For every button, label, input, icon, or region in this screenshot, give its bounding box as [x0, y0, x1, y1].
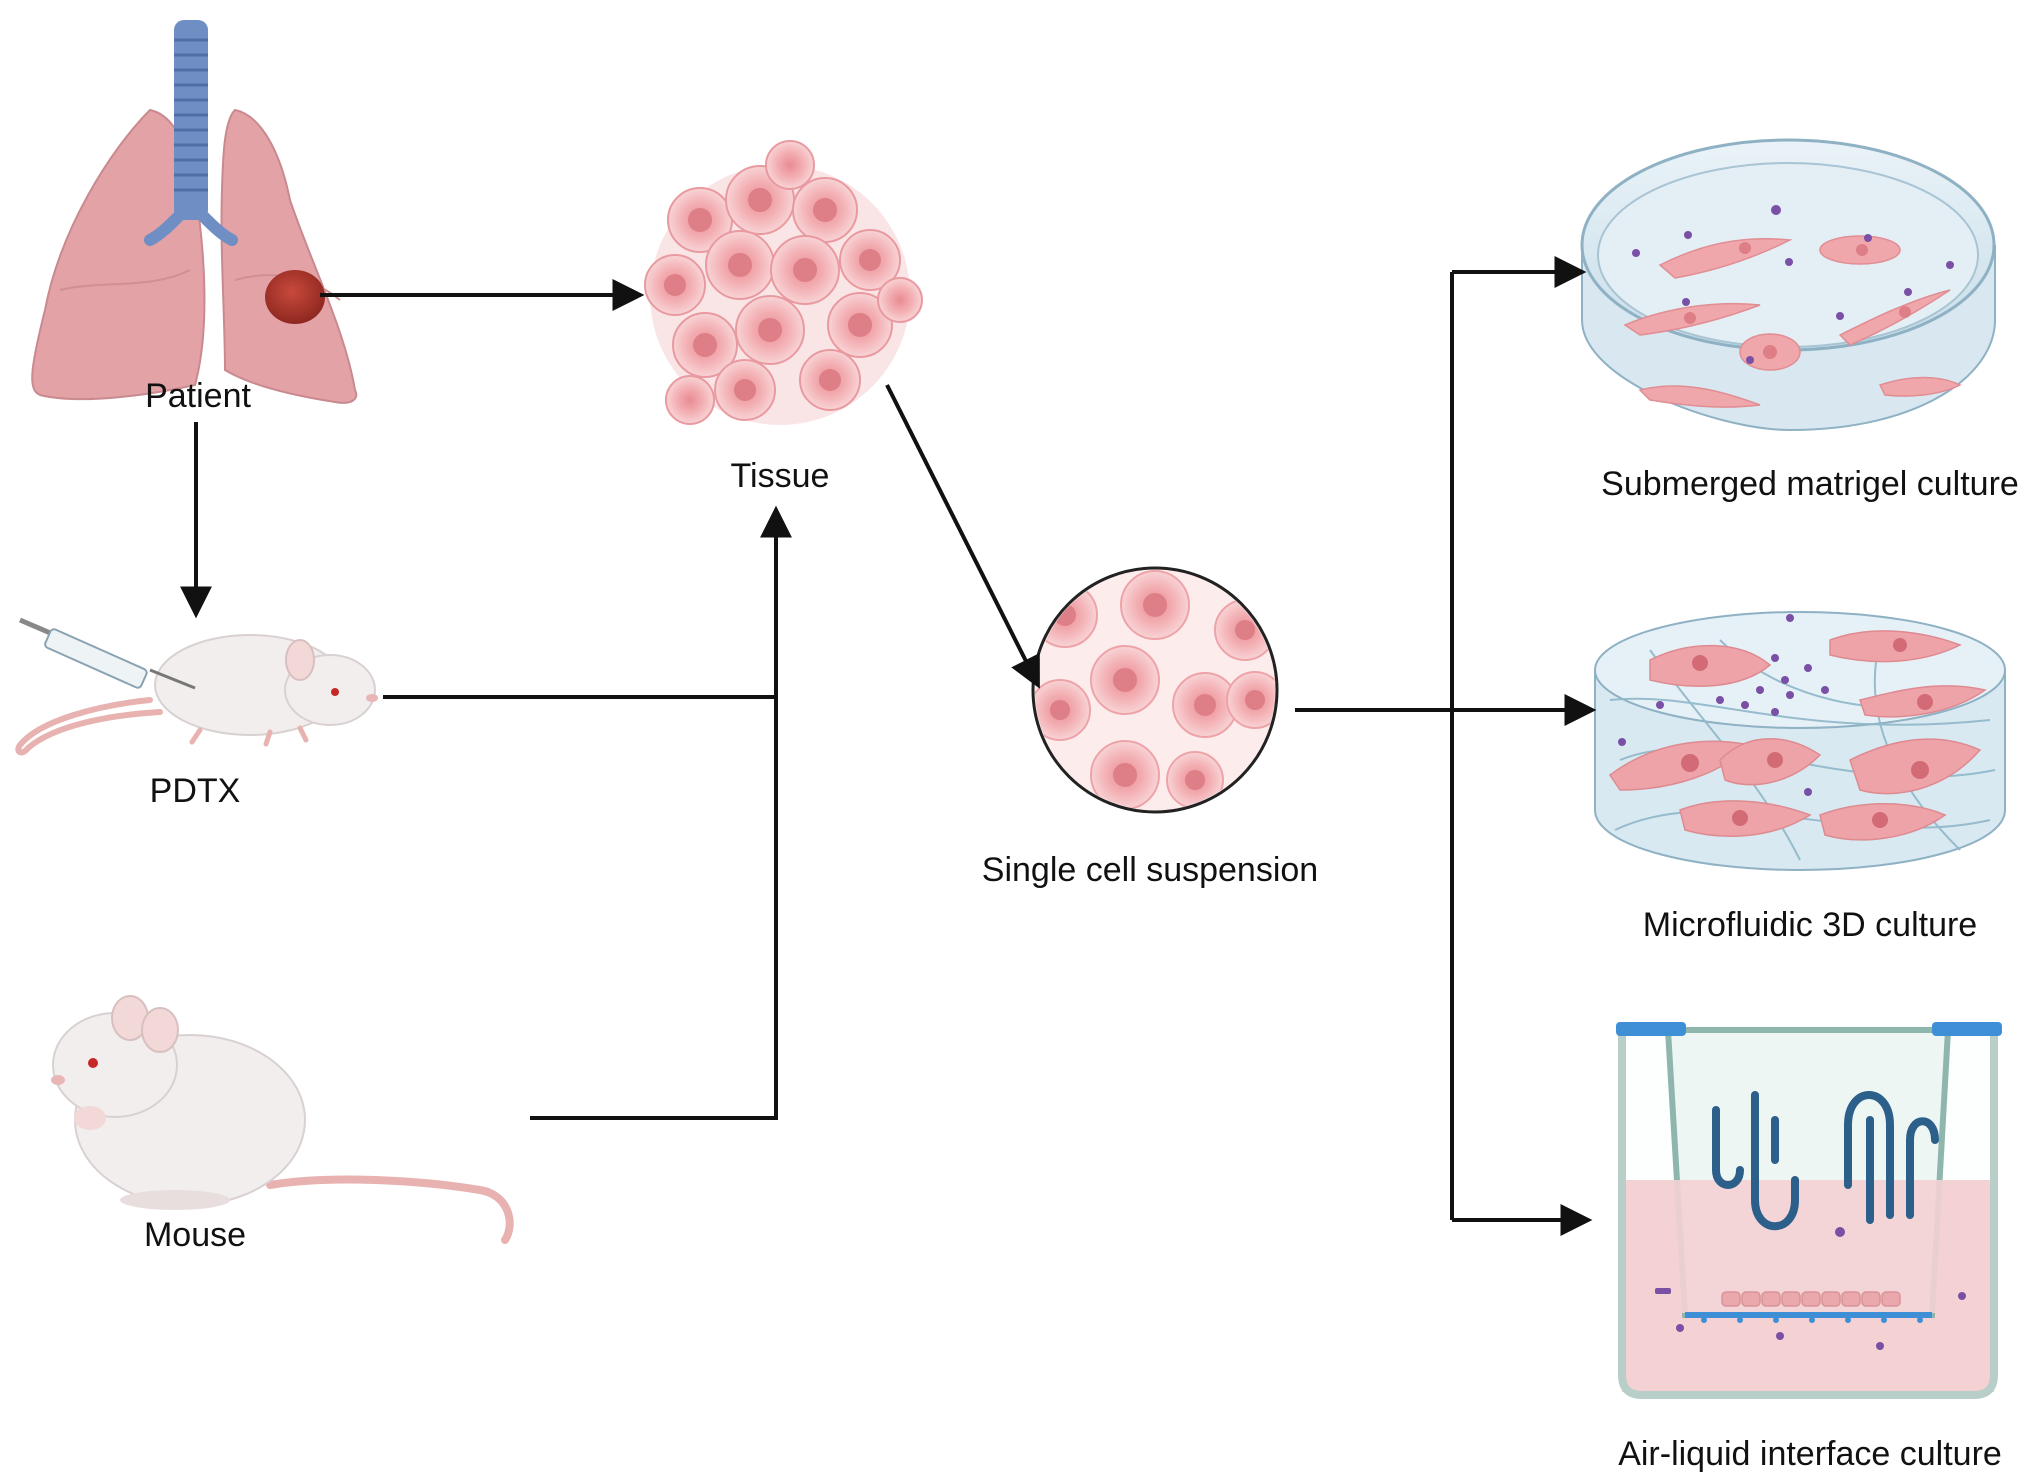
- label-submerged-matrigel-culture: Submerged matrigel culture: [1601, 465, 2019, 503]
- label-air-liquid-interface-culture: Air-liquid interface culture: [1618, 1435, 2002, 1473]
- label-mouse: Mouse: [143, 1216, 247, 1254]
- single-cell-suspension-illustration: [1031, 566, 1279, 814]
- label-microfluidic-3d-culture: Microfluidic 3D culture: [1642, 906, 1978, 944]
- syringe-icon: [19, 617, 196, 690]
- pdtx-mouse-illustration: [15, 634, 378, 756]
- label-pdtx: PDTX: [149, 772, 241, 810]
- label-tissue: Tissue: [730, 457, 830, 495]
- tumor-icon: [265, 270, 325, 324]
- arrow-tissue-to-single-cell: [885, 384, 1040, 689]
- petri-dish-illustration: [1580, 138, 1996, 432]
- label-patient: Patient: [145, 377, 251, 415]
- label-single-cell-suspension: Single cell suspension: [981, 851, 1319, 889]
- microfluidic-chip-illustration: [1594, 611, 2006, 872]
- mouse-illustration: [51, 995, 514, 1244]
- transwell-insert-illustration: [1616, 1022, 2002, 1399]
- connector-mouse-to-junction: [530, 697, 778, 1120]
- flow-arrows: [180, 256, 1597, 1236]
- tissue-cluster-illustration: [644, 140, 923, 425]
- lungs-illustration: [31, 20, 358, 404]
